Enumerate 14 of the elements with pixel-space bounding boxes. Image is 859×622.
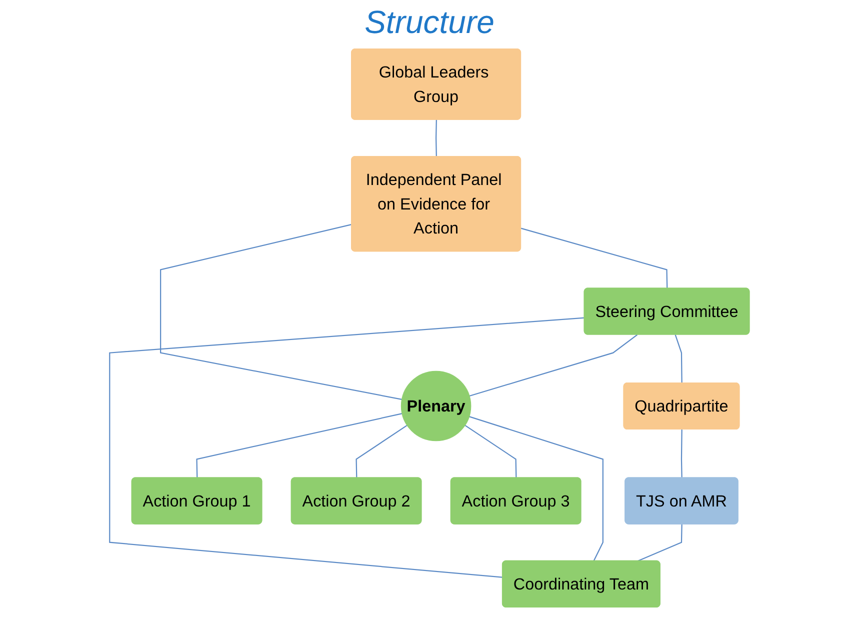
connector — [637, 524, 682, 562]
connector — [674, 334, 682, 384]
connector — [464, 424, 517, 478]
connector — [196, 413, 402, 478]
connector — [469, 416, 604, 562]
connector — [109, 317, 585, 578]
connector — [436, 120, 437, 157]
connector — [160, 224, 402, 400]
connector — [680, 430, 682, 478]
connector — [469, 334, 638, 397]
node-circle: Plenary — [400, 370, 472, 442]
diagram-title: Structure — [364, 4, 496, 41]
connector — [520, 228, 668, 288]
connector — [356, 424, 408, 478]
